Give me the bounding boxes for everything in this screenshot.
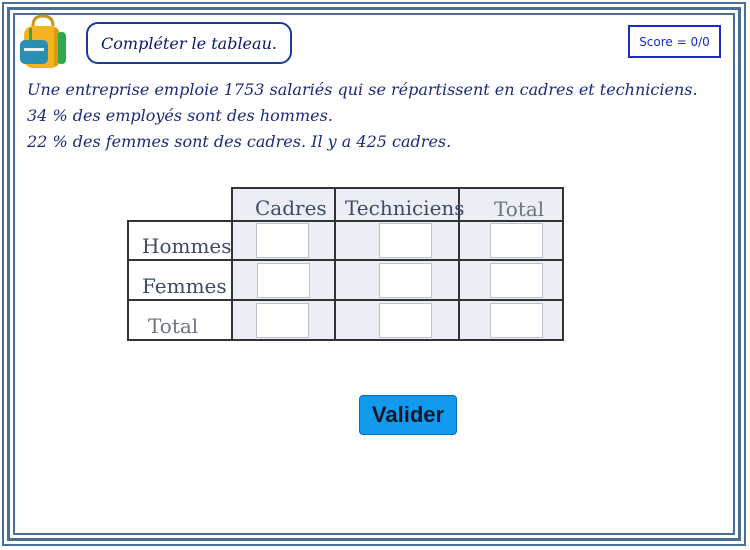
column-header-cadres: Cadres [255,196,327,220]
input-total-total[interactable] [490,303,543,338]
table-rule [127,220,564,222]
statement-line-2: 34 % des employés sont des hommes. [27,106,333,125]
column-header-techniciens: Techniciens [345,196,465,220]
table-rule [231,187,233,341]
input-total-cadres[interactable] [256,303,309,338]
table-rule [334,187,336,341]
row-header-hommes: Hommes [142,234,232,258]
input-hommes-techniciens[interactable] [379,223,432,258]
exercise-title: Compléter le tableau. [86,22,292,64]
table-header-background [232,188,563,221]
table-rule [127,259,564,261]
statement-line-3: 22 % des femmes sont des cadres. Il y a … [27,132,452,151]
table-rule [231,187,564,189]
table-rule [127,220,129,341]
input-femmes-total[interactable] [490,263,543,298]
validate-button[interactable]: Valider [359,395,457,435]
input-femmes-techniciens[interactable] [379,263,432,298]
problem-statement: Une entreprise emploie 1753 salariés qui… [27,77,732,155]
input-femmes-cadres[interactable] [257,263,310,298]
statement-line-1: Une entreprise emploie 1753 salariés qui… [27,80,698,99]
table-rule [127,299,564,301]
table-rule [562,187,564,341]
input-total-techniciens[interactable] [379,303,432,338]
row-header-femmes: Femmes [142,274,227,298]
row-header-total: Total [148,314,199,338]
frame-border-inner [13,13,735,535]
frame-border-middle [7,7,741,541]
backpack-icon [20,14,66,68]
table-rule [127,339,564,341]
score-badge: Score = 0/0 [628,25,721,58]
column-header-total: Total [494,197,545,221]
input-hommes-cadres[interactable] [256,223,309,258]
input-hommes-total[interactable] [490,223,543,258]
table-rule [458,187,460,341]
